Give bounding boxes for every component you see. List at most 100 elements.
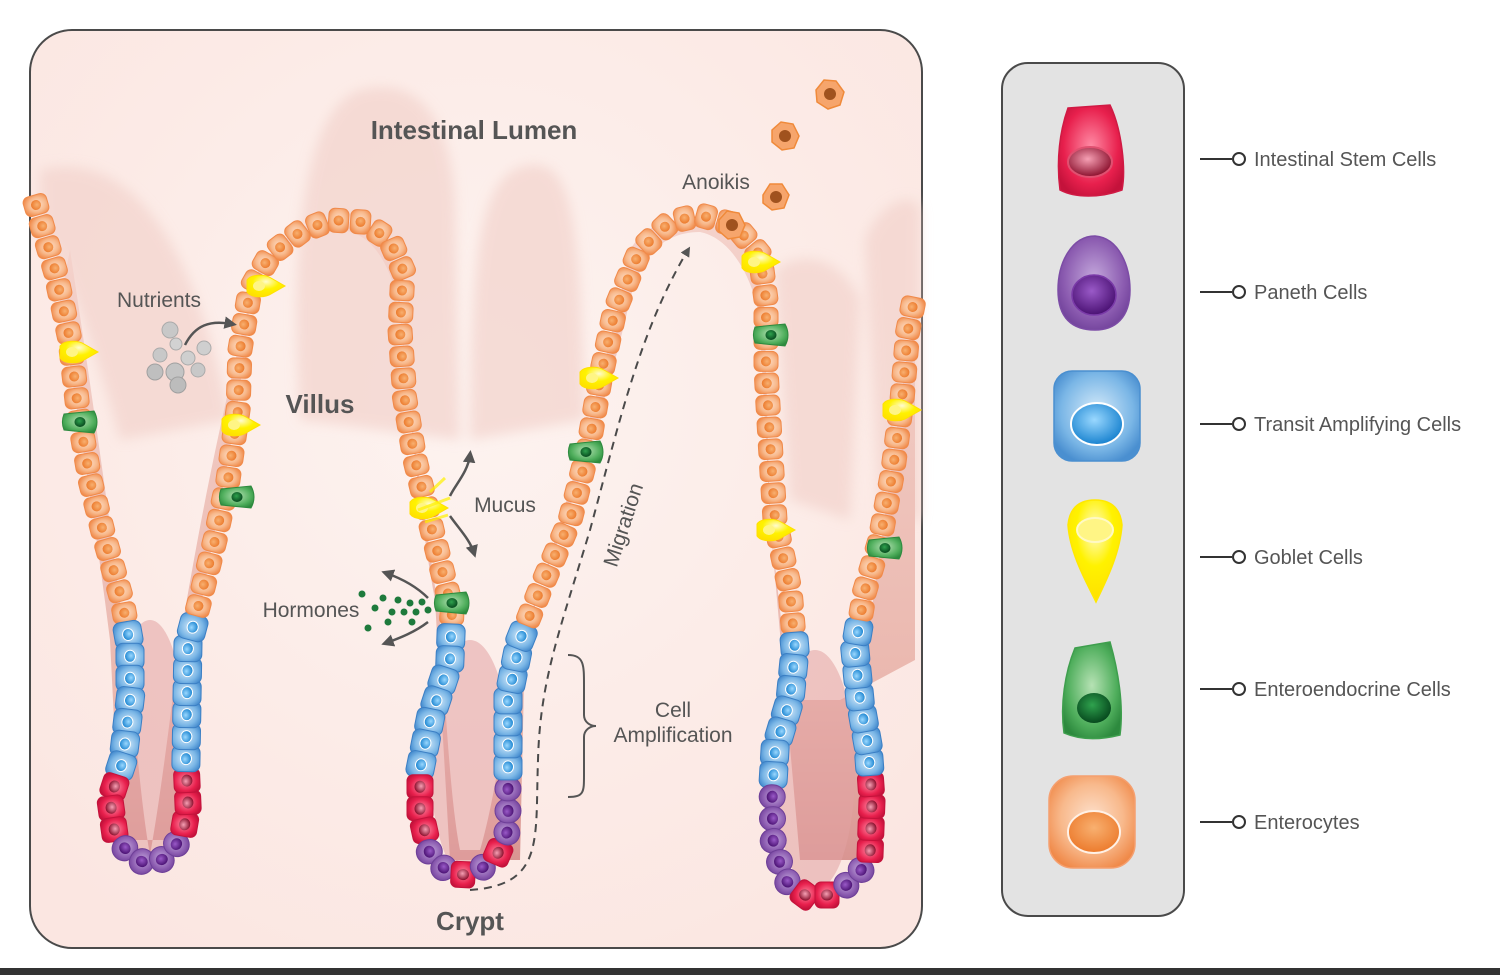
enterocyte [532,562,560,588]
transit-amplifying-cell [112,707,143,737]
enterocyte [614,267,642,292]
transit-amplifying-cell [842,617,874,647]
goblet-cell [741,250,782,274]
enterocyte [755,394,781,417]
goblet-cell [756,518,797,542]
enterocyte [399,432,426,456]
paneth-cell [111,835,139,862]
enterocyte [779,612,806,635]
enterocyte [389,345,415,368]
hormones-arrow-up [381,569,429,599]
enterocyte [558,502,585,527]
enterocyte [516,603,544,629]
enterocyte [366,219,393,247]
transit-amplifying-cell [493,709,523,737]
legend-label-stem-cells: Intestinal Stem Cells [1254,149,1436,171]
enteroendocrine-cell [219,485,255,509]
enterocyte [563,481,591,505]
enterocyte [226,379,252,401]
paneth-cell [128,848,155,875]
enterocyte [769,546,797,570]
enterocyte [881,448,908,472]
label-cell-amplification-line1: Cell [655,699,691,722]
paneth-cell [493,819,521,846]
transit-amplifying-cell [759,738,790,767]
enterocyte [327,207,350,234]
enterocyte [605,287,633,313]
paneth-cell [494,776,522,802]
enterocyte [524,583,552,608]
label-intestinal-lumen: Intestinal Lumen [371,115,578,145]
enterocyte [201,530,228,554]
paneth-cell [430,854,457,882]
enterocyte [594,330,622,354]
transit-amplifying-cell-icon [1053,370,1141,462]
label-cell-amplification-line2: Amplification [613,724,732,747]
enterocyte [100,558,127,583]
enterocyte [877,469,905,494]
transit-amplifying-cell [176,612,209,643]
hormone-granules [358,590,432,632]
main-panel [29,29,923,949]
enterocyte [582,395,609,419]
enterocyte [349,209,372,235]
enterocyte [408,474,435,499]
label-crypt: Crypt [436,906,504,936]
goblet-cell [579,366,620,390]
enterocyte [429,560,456,584]
enterocyte [391,388,419,412]
enterocyte [388,301,414,324]
transit-amplifying-cell [842,661,873,690]
hormones-arrow-down [381,621,429,647]
enterocyte [70,430,97,454]
enterocyte [195,551,223,576]
enterocyte [388,256,416,282]
enterocyte [215,466,242,489]
transit-amplifying-cell [173,634,203,663]
paneth-cell-icon [1057,235,1131,331]
paneth-cell [759,806,786,832]
enterocyte [34,235,62,260]
transit-amplifying-cell [409,728,441,758]
legend-connectors [1200,152,1246,829]
transit-amplifying-cell [115,664,145,692]
enterocyte [891,361,918,384]
legend-label-goblet-cells: Goblet Cells [1254,547,1363,569]
enterocyte [599,309,626,333]
enterocyte [753,306,779,328]
transit-amplifying-cell [405,750,437,780]
stem-cell [856,837,884,864]
enterocyte [760,482,787,504]
stem-cell [174,789,202,816]
enterocyte [61,365,88,388]
enteroendocrine-cell [867,536,903,560]
goblet-cell [221,413,262,437]
stem-cell [482,838,514,868]
enterocyte [106,579,133,604]
transit-amplifying-cell [114,686,146,715]
enteroendocrine-cell [434,591,470,615]
enterocyte [380,235,408,262]
enterocyte [672,205,697,232]
legend-panel [1001,62,1185,917]
legend-label-enteroendocrine-cells: Enteroendocrine Cells [1254,679,1451,701]
enteroendocrine-cell-icon [1061,641,1123,740]
goblet-cell [246,274,287,298]
transit-amplifying-cell [171,744,201,773]
background-villi [40,87,920,520]
enterocyte [423,538,451,563]
transit-amplifying-cell [758,760,789,789]
label-mucus: Mucus [474,494,536,517]
enterocyte [234,291,261,315]
transit-amplifying-cell [854,748,885,777]
nutrients-arrow [183,316,237,346]
mucus-arrows [417,450,478,558]
goblet-cell [59,340,100,364]
stem-cell [406,796,434,822]
enterocyte [190,572,218,597]
enterocyte [251,250,280,277]
paneth-cell [494,798,522,824]
enterocyte [63,387,90,410]
transit-amplifying-cell [779,631,810,660]
transit-amplifying-cell [115,642,145,670]
